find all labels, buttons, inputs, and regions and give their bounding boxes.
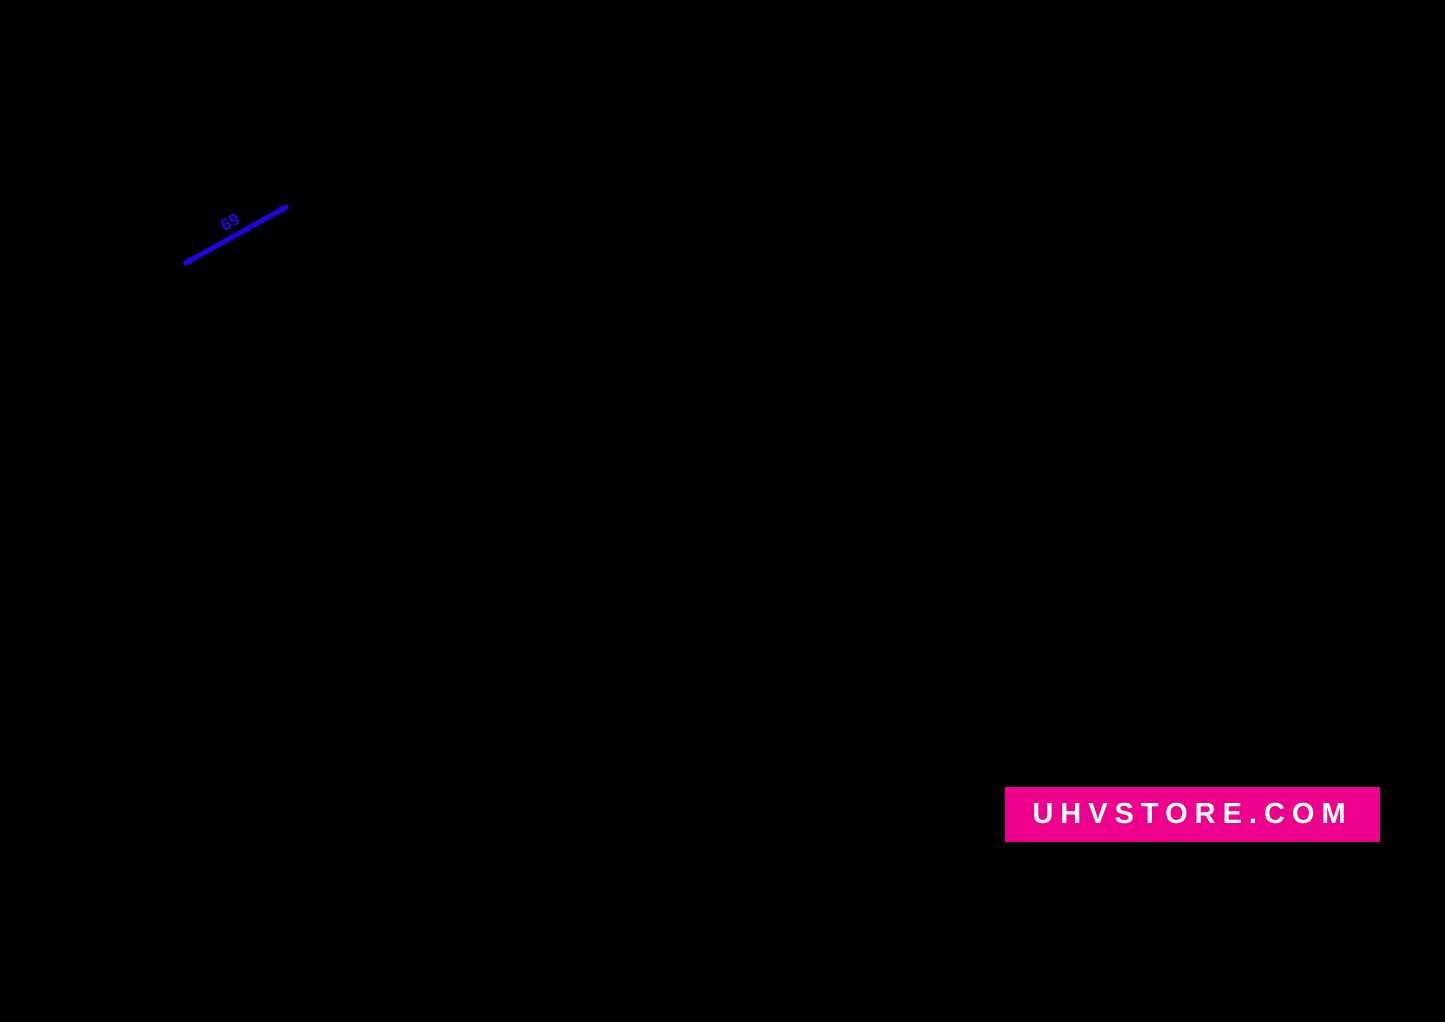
dimension-line [182, 203, 290, 267]
brand-label: UHVSTORE.COM [1032, 798, 1353, 830]
brand-banner: UHVSTORE.COM [1005, 787, 1380, 842]
